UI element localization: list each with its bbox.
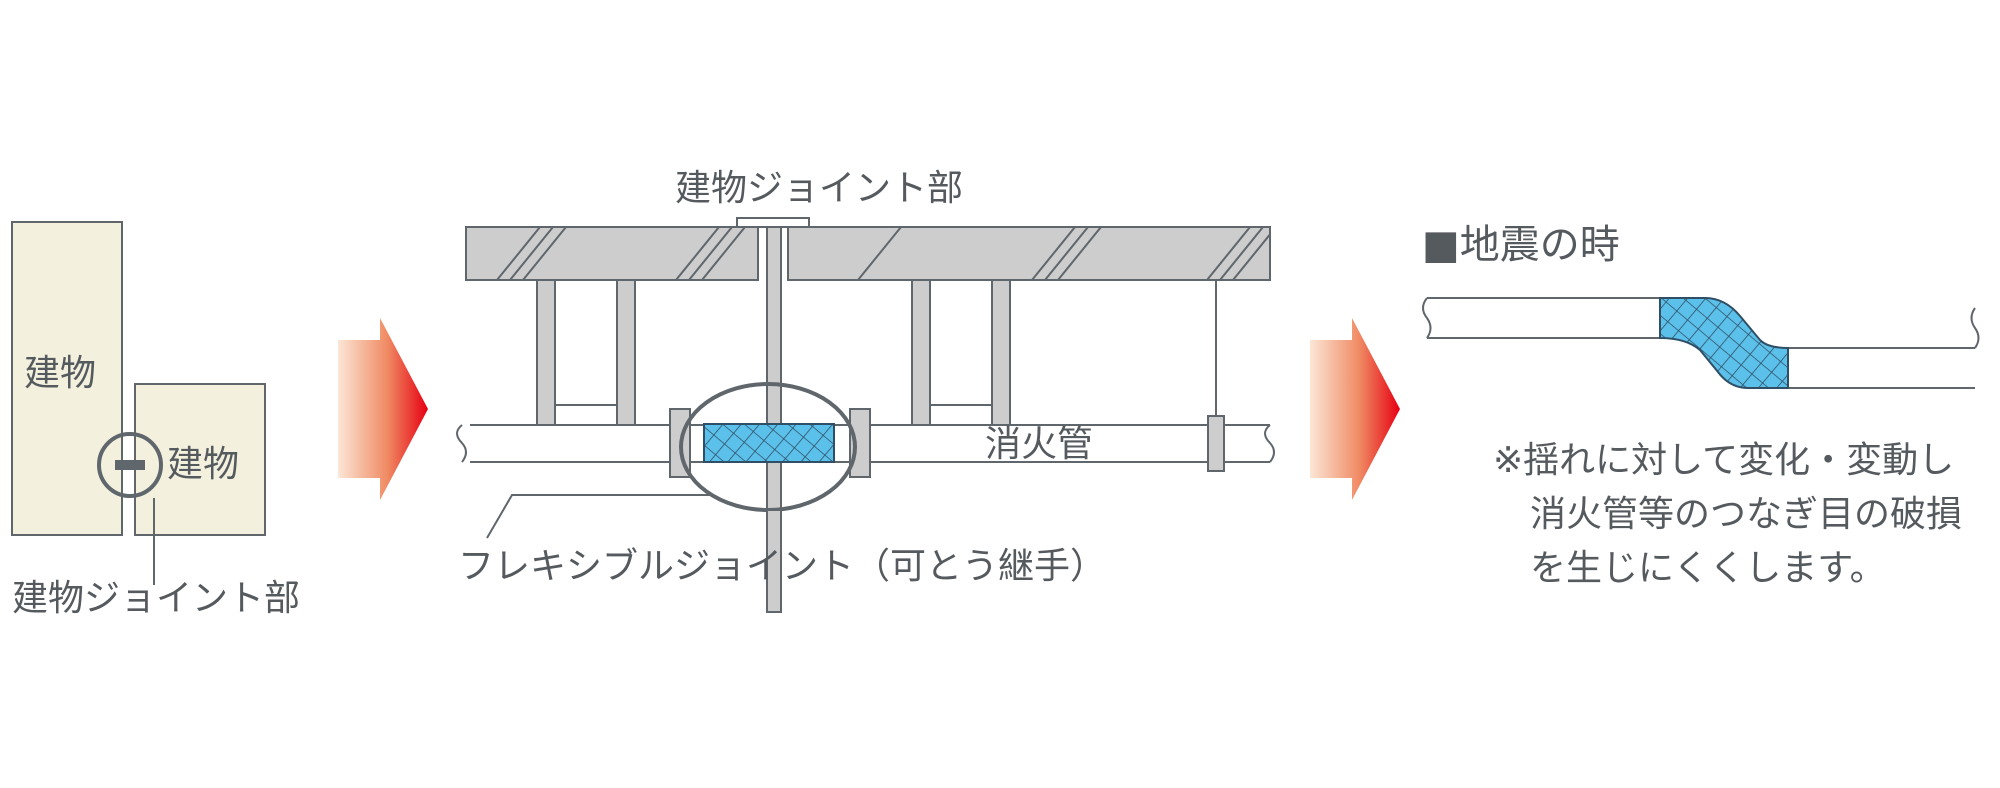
joint-rod-lower — [766, 509, 782, 613]
pipe-label: 消火管 — [985, 424, 1093, 465]
pipe-hanger-right — [911, 279, 1011, 426]
bent-pipe — [1422, 297, 1980, 389]
note-line-3: を生じにくくします。 — [1530, 548, 1886, 589]
flexed-joint — [1659, 297, 1789, 389]
right-arrow-1 — [338, 318, 428, 500]
building-b — [134, 383, 266, 536]
earthquake-heading: ■地震の時 — [1422, 222, 1620, 268]
left-panel: 建物 建物 建物ジョイント部 — [11, 221, 300, 619]
note-line-2: 消火管等のつなぎ目の破損 — [1530, 494, 1962, 535]
flexible-joint — [703, 423, 835, 463]
joint-marker-bar — [115, 460, 145, 470]
middle-joint-label: 建物ジョイント部 — [675, 168, 963, 209]
pipe-clamp — [1207, 415, 1225, 472]
building-a-label: 建物 — [24, 353, 96, 394]
note-line-1: ※揺れに対して変化・変動し — [1493, 440, 1954, 481]
pipe-hanger-left — [536, 279, 636, 426]
middle-panel: 建物ジョイント部 — [456, 168, 1275, 613]
joint-marker-circle — [97, 432, 163, 498]
building-b-label: 建物 — [167, 444, 239, 485]
flex-joint-label: フレキシブルジョイント（可とう継手） — [458, 546, 1106, 587]
left-joint-label: 建物ジョイント部 — [12, 578, 300, 619]
ceiling-slab — [465, 226, 1271, 281]
right-arrow-2 — [1310, 318, 1400, 500]
flex-leader-line — [486, 494, 710, 539]
joint-cover-plate — [736, 217, 810, 228]
right-panel: ■地震の時 ※揺れに対して変化・変動し 消火管等のつなぎ目の破損 を生じにくくし… — [1422, 222, 1980, 589]
